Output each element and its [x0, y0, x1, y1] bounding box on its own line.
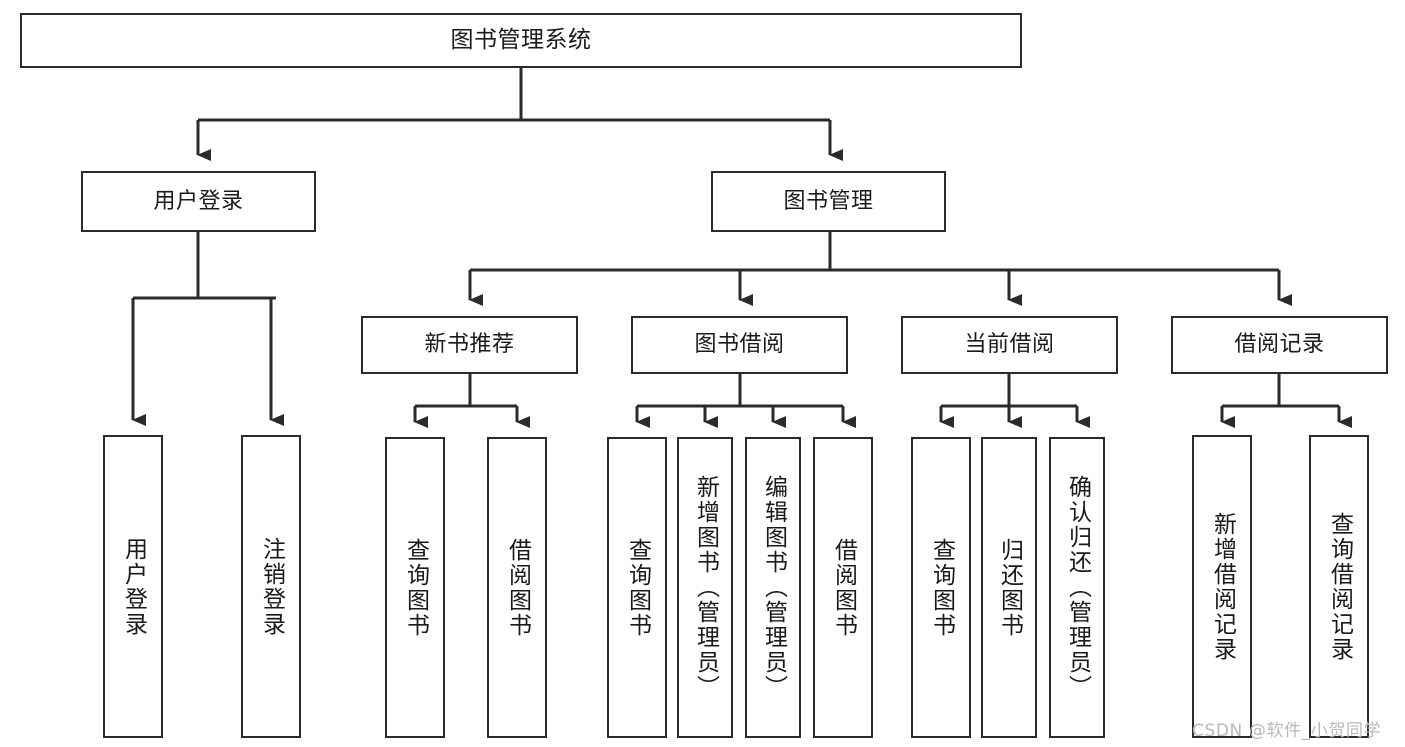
leaf-query-book-2[interactable]: 查询图书: [607, 437, 667, 738]
node-current-borrow-label: 当前借阅: [964, 332, 1055, 358]
node-new-book-recommend[interactable]: 新书推荐: [361, 316, 578, 374]
leaf-query-book-1[interactable]: 查询图书: [385, 437, 445, 738]
node-book-borrow-label: 图书借阅: [694, 332, 785, 358]
leaf-query-book-1-label: 查询图书: [402, 537, 429, 638]
leaf-user-login-label: 用户登录: [120, 536, 147, 637]
node-root[interactable]: 图书管理系统: [20, 13, 1022, 68]
leaf-confirm-return-label: 确认归还（管理员）: [1064, 475, 1091, 700]
node-user-login-label: 用户登录: [153, 188, 244, 214]
leaf-query-record-label: 查询借阅记录: [1326, 511, 1353, 662]
leaf-add-book[interactable]: 新增图书（管理员）: [677, 437, 733, 738]
leaf-logout-login[interactable]: 注销登录: [241, 435, 301, 738]
leaf-edit-book[interactable]: 编辑图书（管理员）: [745, 437, 801, 738]
leaf-borrow-book-1-label: 借阅图书: [504, 537, 531, 638]
node-root-label: 图书管理系统: [450, 27, 592, 54]
leaf-user-login[interactable]: 用户登录: [103, 435, 163, 738]
leaf-query-book-2-label: 查询图书: [624, 537, 651, 638]
node-book-manage[interactable]: 图书管理: [711, 171, 946, 232]
leaf-query-book-3[interactable]: 查询图书: [911, 437, 971, 738]
leaf-query-record[interactable]: 查询借阅记录: [1309, 435, 1369, 738]
node-book-manage-label: 图书管理: [783, 188, 874, 214]
leaf-return-book-label: 归还图书: [996, 537, 1023, 638]
csdn-watermark: CSDN @软件_小贺同学: [1192, 721, 1382, 741]
node-user-login[interactable]: 用户登录: [81, 171, 316, 232]
leaf-logout-login-label: 注销登录: [258, 536, 285, 637]
leaf-edit-book-label: 编辑图书（管理员）: [760, 475, 787, 700]
leaf-add-record-label: 新增借阅记录: [1209, 511, 1236, 662]
leaf-confirm-return[interactable]: 确认归还（管理员）: [1049, 437, 1105, 738]
leaf-borrow-book-2-label: 借阅图书: [830, 537, 857, 638]
leaf-borrow-book-1[interactable]: 借阅图书: [487, 437, 547, 738]
leaf-return-book[interactable]: 归还图书: [981, 437, 1037, 738]
leaf-add-book-label: 新增图书（管理员）: [692, 475, 719, 700]
node-borrow-record-label: 借阅记录: [1234, 332, 1325, 358]
node-book-borrow[interactable]: 图书借阅: [631, 316, 848, 374]
node-new-book-recommend-label: 新书推荐: [424, 332, 515, 358]
node-current-borrow[interactable]: 当前借阅: [901, 316, 1118, 374]
leaf-borrow-book-2[interactable]: 借阅图书: [813, 437, 873, 738]
node-borrow-record[interactable]: 借阅记录: [1171, 316, 1388, 374]
leaf-query-book-3-label: 查询图书: [928, 537, 955, 638]
leaf-add-record[interactable]: 新增借阅记录: [1192, 435, 1252, 738]
